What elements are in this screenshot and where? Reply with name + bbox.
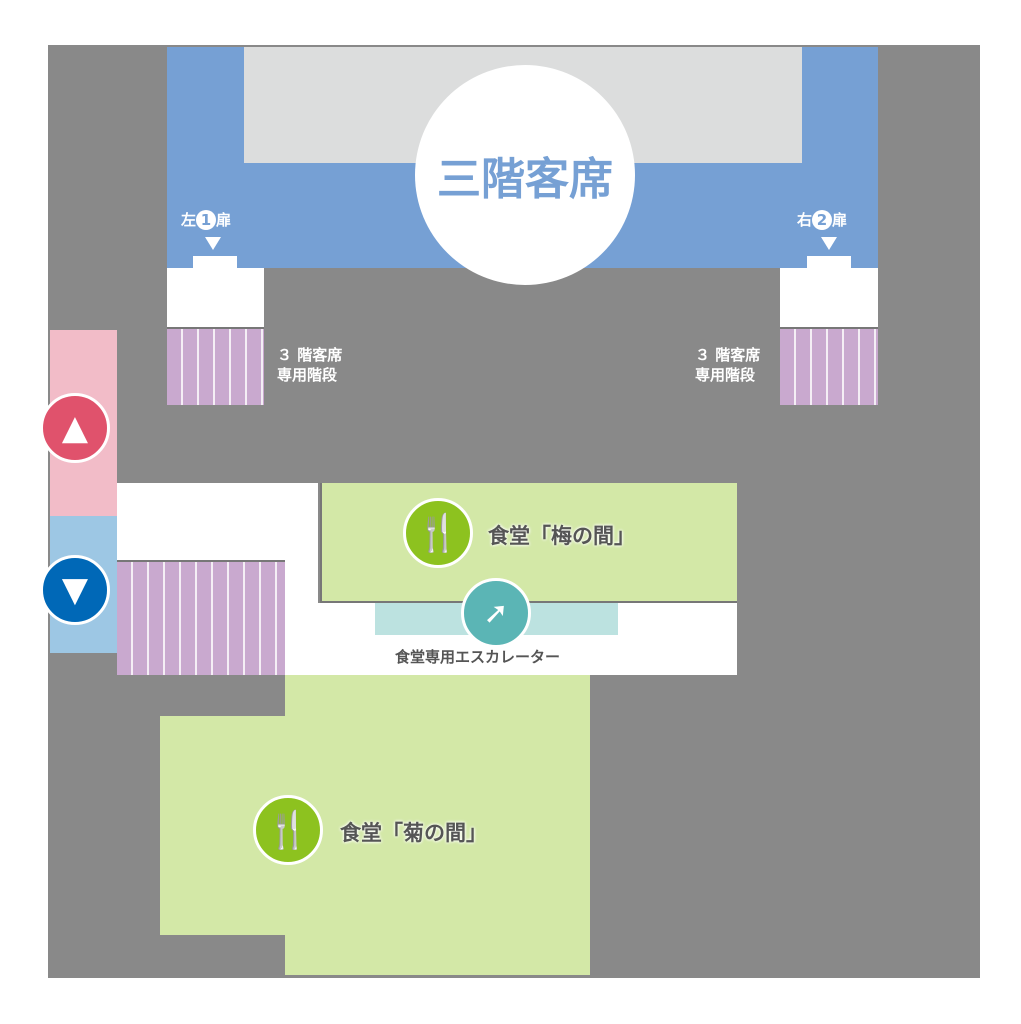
lobby-right [780, 268, 878, 327]
seating-title: 三階客席 [437, 154, 613, 205]
lobby-left [167, 268, 264, 327]
stairs-right[interactable] [780, 327, 878, 405]
seating-title-circle: 三階客席 [415, 65, 635, 285]
stairs-right-label: ３ 階客席専用階段 [695, 346, 761, 384]
male-restroom-icon: ▼ [40, 555, 110, 625]
door-right-arrow-icon [821, 237, 837, 250]
door-left-arrow-icon [205, 237, 221, 250]
stairs-left-label: ３ 階客席専用階段 [277, 346, 343, 384]
escalator-label: 食堂専用エスカレーター [395, 648, 561, 666]
stairs-left[interactable] [167, 327, 264, 405]
door-left[interactable] [193, 256, 237, 268]
dining-ume-label: 食堂「梅の間」 [488, 524, 635, 548]
escalator-icon: ➚ [461, 578, 531, 648]
fork-knife-icon: 🍴 [403, 498, 473, 568]
female-restroom-icon: ▲ [40, 393, 110, 463]
fork-knife-icon: 🍴 [253, 795, 323, 865]
dining-kiku-wing [160, 716, 590, 935]
stairs-center[interactable] [117, 560, 285, 675]
door-right[interactable] [807, 256, 851, 268]
dining-kiku-label: 食堂「菊の間」 [340, 821, 487, 845]
